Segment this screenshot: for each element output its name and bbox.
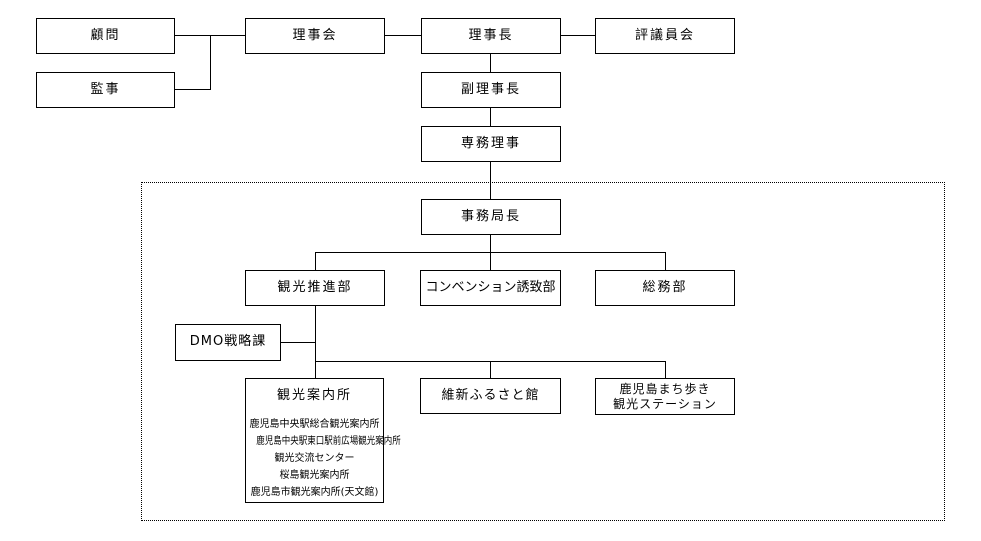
node-council: 評議員会 [595,18,735,54]
node-vice-chairman-label: 副理事長 [460,81,521,97]
connector-board-chairman [385,35,421,36]
connector-chairman-vicechairman [490,54,491,72]
connector-to-ishin-hall [490,361,491,378]
node-vice-chairman: 副理事長 [421,72,561,108]
connector-to-tourism-dept [315,252,316,270]
office-item: 鹿児島中央駅東口駅前広場観光案内所 [256,436,401,447]
node-convention-attraction-dept: コンベンション誘致部 [420,270,561,306]
office-item: 鹿児島市観光案内所(天文館) [250,487,379,498]
office-item: 鹿児島中央駅総合観光案内所 [249,419,380,430]
connector-auditor [175,89,210,90]
node-advisor-label: 顧問 [90,27,121,43]
node-tourist-information-center: 観光案内所 [245,378,384,414]
node-secretary-general: 事務局長 [421,199,561,235]
node-ishin-furusato-hall: 維新ふるさと館 [420,378,561,414]
connector-to-convention-dept [490,252,491,270]
connector-execdirector-secretary [490,162,491,199]
connector-to-machiaruki-station [665,361,666,378]
node-machiaruki-station-line1: 鹿児島まち歩き [619,381,711,396]
connector-tourism-dept-down [315,306,316,378]
node-auditor: 監事 [36,72,175,108]
node-secretary-general-label: 事務局長 [460,208,521,224]
node-advisor: 顧問 [36,18,175,54]
connector-to-general-affairs [665,252,666,270]
secretariat-dotted-frame [141,182,945,521]
node-executive-director-label: 専務理事 [460,135,521,151]
node-general-affairs-dept-label: 総務部 [642,279,688,295]
node-dmo-strategy-section: DMO戦略課 [175,324,281,361]
node-chairman: 理事長 [421,18,561,54]
node-executive-director: 専務理事 [421,126,561,162]
office-item: 観光交流センター [274,453,355,464]
connector-chairman-council [561,35,595,36]
node-tourism-promotion-dept: 観光推進部 [245,270,385,306]
node-general-affairs-dept: 総務部 [595,270,735,306]
node-dmo-strategy-section-label: DMO戦略課 [189,334,267,350]
connector-vicechairman-execdirector [490,108,491,126]
node-council-label: 評議員会 [634,27,695,43]
node-board-of-directors-label: 理事会 [292,27,338,43]
node-machiaruki-station: 鹿児島まち歩き 観光ステーション [595,378,735,415]
node-chairman-label: 理事長 [468,27,514,43]
node-ishin-furusato-hall-label: 維新ふるさと館 [441,387,540,403]
connector-secretary-down [490,235,491,252]
office-item: 桜島観光案内所 [279,470,350,481]
node-machiaruki-station-line2: 観光ステーション [613,396,717,411]
node-convention-attraction-dept-label: コンベンション誘致部 [425,279,556,295]
connector-advisor-auditor-vertical [210,35,211,90]
node-board-of-directors: 理事会 [245,18,385,54]
connector-dmo [281,342,315,343]
node-auditor-label: 監事 [90,81,121,97]
node-tourist-information-center-label: 観光案内所 [276,387,352,403]
node-tourism-promotion-dept-label: 観光推進部 [277,279,353,295]
tourist-information-offices-list: 鹿児島中央駅総合観光案内所 鹿児島中央駅東口駅前広場観光案内所 観光交流センター… [245,413,401,503]
